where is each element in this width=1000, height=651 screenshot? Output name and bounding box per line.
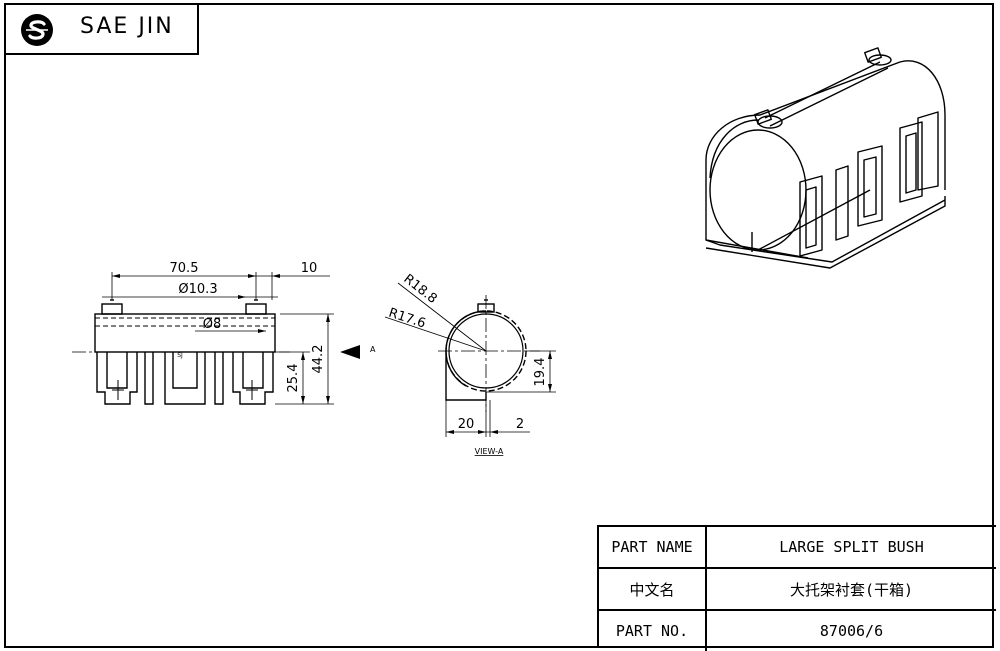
dim-offset: 2 xyxy=(516,417,524,432)
sae-jin-logo-icon xyxy=(21,14,53,46)
part-number-label: PART NO. xyxy=(599,611,707,651)
title-row-part-name: PART NAME LARGE SPLIT BUSH xyxy=(599,527,996,567)
dim-lower-height: 25.4 xyxy=(286,364,301,393)
chinese-name-value: 大托架衬套(干箱) xyxy=(789,580,914,599)
front-view-body xyxy=(94,313,276,353)
part-number-value: 87006/6 xyxy=(819,622,884,640)
company-name: SAE JIN xyxy=(80,14,174,39)
side-solid-arc xyxy=(445,310,487,387)
dim-pin-diameter: Ø8 xyxy=(203,317,222,332)
drawing-frame xyxy=(4,3,994,648)
front-left-pin xyxy=(101,303,123,315)
title-divider xyxy=(599,609,996,611)
dim-hole-diameter: Ø10.3 xyxy=(178,282,217,297)
view-arrow-label: A xyxy=(370,345,376,354)
chinese-name-label: 中文名 xyxy=(599,569,707,609)
dim-center-height: 19.4 xyxy=(533,358,548,387)
title-row-chinese-name: 中文名 大托架衬套(干箱) xyxy=(599,569,996,609)
title-divider xyxy=(599,567,996,569)
front-right-pin xyxy=(245,303,267,315)
dim-overall-length: 70.5 xyxy=(170,261,199,276)
dim-total-height: 44.2 xyxy=(311,345,326,374)
part-marking: SJ xyxy=(177,352,183,359)
company-header: SAE JIN xyxy=(4,3,199,55)
dim-base-width: 20 xyxy=(458,417,475,432)
dim-end-offset: 10 xyxy=(301,261,318,276)
view-a-arrow-icon xyxy=(340,345,360,359)
title-block: PART NAME LARGE SPLIT BUSH 中文名 大托架衬套(干箱)… xyxy=(597,525,996,651)
title-row-part-number: PART NO. 87006/6 xyxy=(599,611,996,651)
view-a-caption: VIEW-A xyxy=(475,447,504,456)
part-name-value: LARGE SPLIT BUSH xyxy=(779,538,924,556)
part-name-label: PART NAME xyxy=(599,527,707,567)
